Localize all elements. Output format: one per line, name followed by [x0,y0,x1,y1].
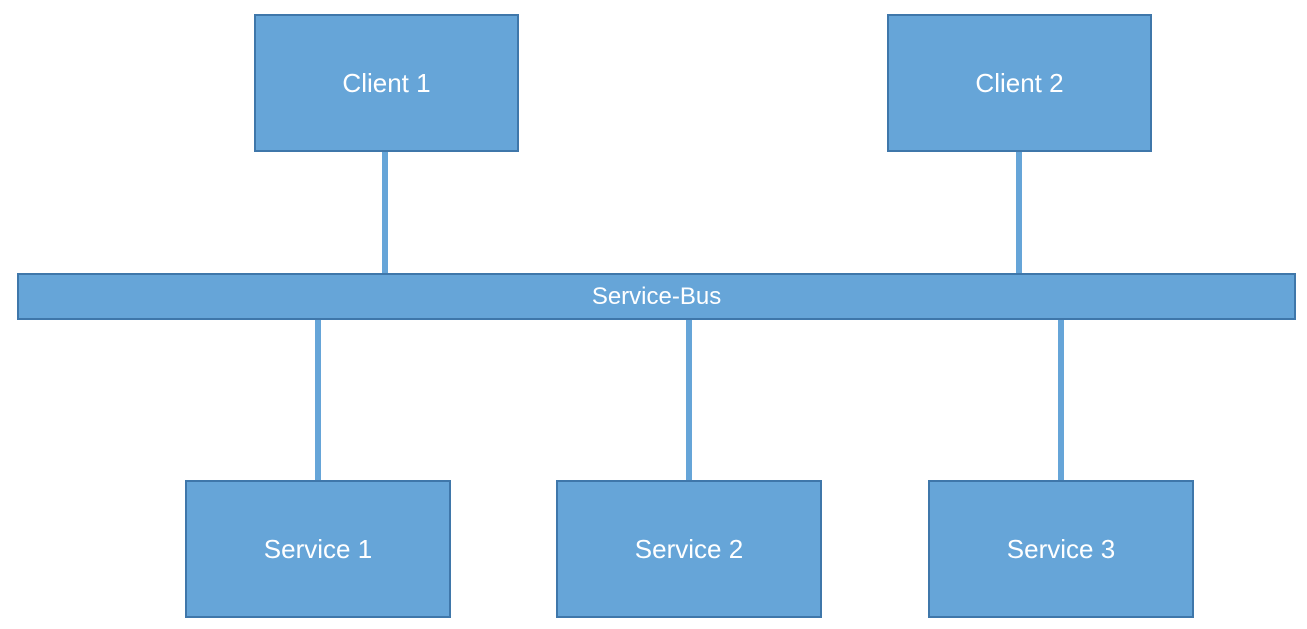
service-3-box: Service 3 [928,480,1194,618]
service-bus-label: Service-Bus [591,282,722,310]
service-3-label: Service 3 [1006,533,1116,564]
connector-service-2 [686,318,692,481]
client-1-box: Client 1 [254,14,519,152]
service-bus-bar: Service-Bus [17,273,1296,320]
service-2-box: Service 2 [556,480,822,618]
connector-service-1 [315,318,321,481]
service-2-label: Service 2 [634,533,744,564]
connector-client-2 [1016,151,1022,274]
client-2-box: Client 2 [887,14,1152,152]
client-2-label: Client 2 [975,67,1064,98]
service-1-label: Service 1 [263,533,373,564]
connector-client-1 [382,151,388,274]
client-1-label: Client 1 [342,67,431,98]
service-1-box: Service 1 [185,480,451,618]
connector-service-3 [1058,318,1064,481]
